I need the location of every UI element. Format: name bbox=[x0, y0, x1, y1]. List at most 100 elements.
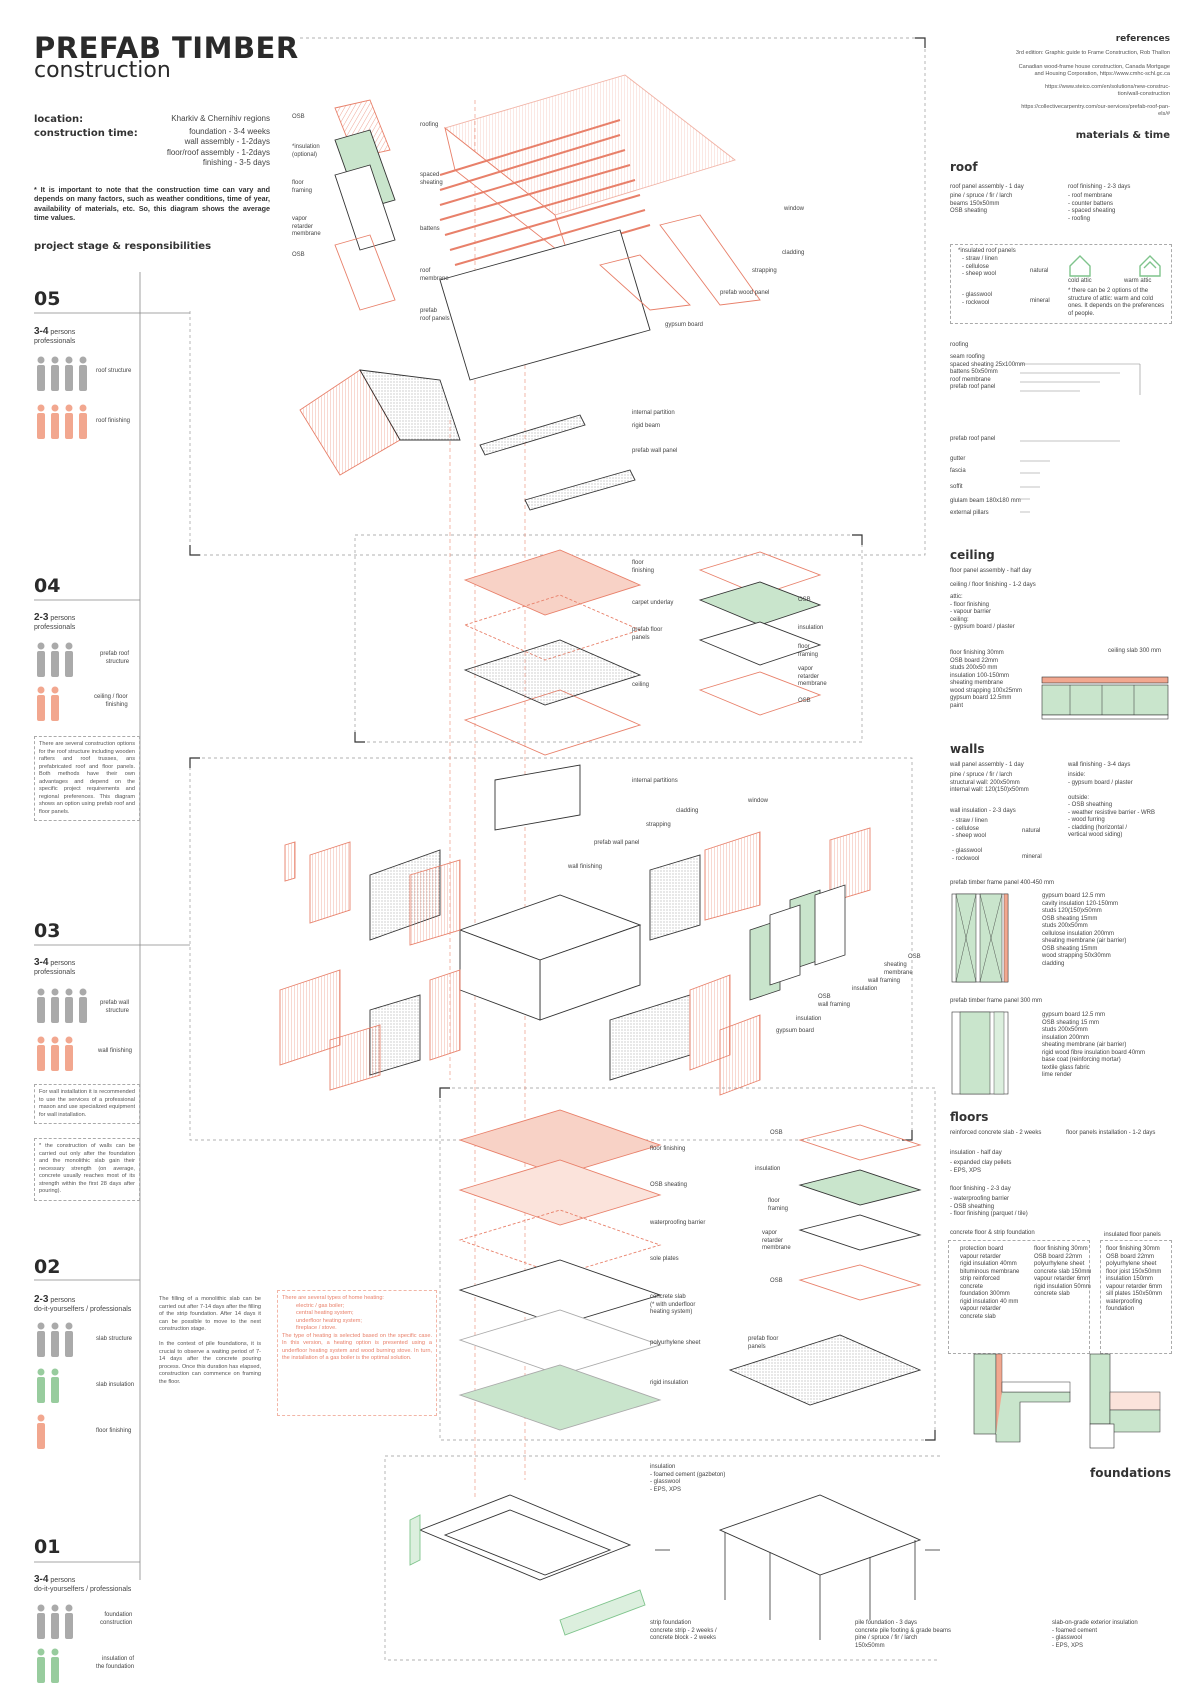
concrete-floor-box bbox=[948, 1240, 1090, 1354]
label-sole-plates: sole plates bbox=[650, 1256, 679, 1262]
label-osb: OSB bbox=[770, 1130, 783, 1136]
attic-icons bbox=[1069, 255, 1161, 277]
wall-install-note: For wall installation it is recommended … bbox=[34, 1084, 140, 1125]
ceiling-section-detail bbox=[1041, 676, 1169, 720]
label-insulation: *insulation (optional) bbox=[292, 144, 320, 158]
floors-heading: floors bbox=[950, 1110, 989, 1124]
walls-ins-mineral: - glasswool - rockwool bbox=[952, 848, 983, 862]
label-prefab-wall-panel: prefab wall panel bbox=[594, 840, 640, 846]
label-floor-framing: floor framing bbox=[768, 1198, 789, 1212]
stage-03-persons: 3-4 persons bbox=[34, 957, 76, 968]
label-prefab-floor-panels: prefab floor panels bbox=[632, 627, 663, 641]
mineral-label: mineral bbox=[1030, 298, 1050, 304]
label-spaced-sheating: spaced sheating bbox=[420, 172, 443, 186]
label-osb: OSB bbox=[292, 252, 305, 258]
label-roof-membrane: roof membrane bbox=[420, 268, 449, 282]
label-insulation: insulation bbox=[852, 986, 878, 992]
roof-assembly-text: pine / spruce / fir / larch beams 150x50… bbox=[950, 193, 1013, 214]
foundations-heading: foundations bbox=[1090, 1466, 1172, 1480]
insulated-panels-layers: floor finishing 30mm OSB board 22mm poly… bbox=[1106, 1246, 1163, 1312]
label-floor-framing: floor framing bbox=[798, 644, 819, 658]
label-rigid-beam: rigid beam bbox=[632, 423, 661, 429]
natural-label: natural bbox=[1030, 268, 1049, 274]
ceiling-t1: floor panel assembly - half day bbox=[950, 568, 1032, 574]
label-cladding: cladding bbox=[676, 808, 699, 814]
roof-finishing-text: - roof membrane - counter battens - spac… bbox=[1068, 193, 1116, 222]
stage-04-who: professionals bbox=[34, 624, 76, 631]
label-insulation: insulation bbox=[755, 1166, 781, 1172]
role-label: ceiling / floor finishing bbox=[94, 694, 128, 708]
label-waterproofing-barrier: waterproofing barrier bbox=[650, 1220, 706, 1226]
floors-c2-title: floor panels installation - 1-2 days bbox=[1066, 1130, 1156, 1136]
ceiling-t2: ceiling / floor finishing - 1-2 days bbox=[950, 582, 1036, 588]
people-orange-icon bbox=[34, 404, 94, 445]
label-strapping: strapping bbox=[752, 268, 777, 274]
label-carpet-underlay: carpet underlay bbox=[632, 600, 674, 606]
stage-number-01: 01 bbox=[34, 1536, 61, 1558]
construction-time-label: construction time: bbox=[34, 128, 138, 139]
walls-c2-title: wall finishing - 3-4 days bbox=[1068, 762, 1131, 768]
people-grey-icon bbox=[34, 642, 80, 683]
people-green-icon bbox=[34, 1648, 66, 1689]
label-polyurhylene-sheet: polyurhylene sheet bbox=[650, 1340, 701, 1346]
label-rigid-insulation: rigid insulation bbox=[650, 1380, 689, 1386]
label-osb: OSB bbox=[908, 954, 921, 960]
people-orange-icon bbox=[34, 1036, 80, 1077]
label-strapping: strapping bbox=[646, 822, 671, 828]
roof-lower-item: external pillars bbox=[950, 510, 989, 516]
mineral-label: mineral bbox=[1022, 854, 1042, 860]
stage-05-who: professionals bbox=[34, 338, 76, 345]
floors-c1-title: reinforced concrete slab - 2 weeks bbox=[950, 1130, 1042, 1136]
roof-detail-lines bbox=[1020, 363, 1141, 513]
people-grey-icon bbox=[34, 1322, 80, 1363]
label-gypsum-board: gypsum board bbox=[665, 322, 704, 328]
role-label: prefab wall structure bbox=[100, 1000, 130, 1014]
label-sheating-membrane: sheating membrane bbox=[884, 962, 913, 976]
label-osb: OSB bbox=[798, 698, 811, 704]
label-osb-wall-framing: OSB wall framing bbox=[818, 994, 851, 1008]
role-label: foundation construction bbox=[100, 1612, 133, 1626]
natural-label: natural bbox=[1022, 828, 1041, 834]
people-grey-icon bbox=[34, 1604, 80, 1645]
roofing-layers: seam roofing spaced sheating 25x100mm ba… bbox=[950, 354, 1026, 390]
stage-number-04: 04 bbox=[34, 575, 61, 597]
role-label: slab structure bbox=[96, 1336, 133, 1342]
role-label: slab insulation bbox=[96, 1382, 135, 1388]
roof-lower-item: gutter bbox=[950, 456, 966, 462]
label-window: window bbox=[748, 798, 769, 804]
roof-heading: roof bbox=[950, 160, 978, 174]
label-prefab-roof-panels: prefab roof panels bbox=[420, 308, 450, 322]
role-label: floor finishing bbox=[96, 1428, 132, 1434]
concrete-floor-title: concrete floor & strip foundation bbox=[950, 1230, 1035, 1236]
construction-times: foundation - 3-4 weeks wall assembly - 1… bbox=[166, 127, 270, 168]
walls-c2: inside: - gypsum board / plaster outside… bbox=[1068, 772, 1156, 838]
panel-300-title: prefab timber frame panel 300 mm bbox=[950, 998, 1043, 1004]
stage-02-who: do-it-yourselfers / professionals bbox=[34, 1306, 132, 1313]
label-concrete-slab: concrete slab (* with underfloor heating… bbox=[650, 1294, 696, 1315]
insulated-panels-box bbox=[1100, 1240, 1172, 1354]
title-line1: PREFAB TIMBER bbox=[34, 31, 299, 65]
people-green-icon bbox=[34, 1368, 66, 1409]
label-floor-finishing: floor finishing bbox=[632, 560, 655, 574]
label-prefab-wood-panel: prefab wood panel bbox=[720, 290, 770, 296]
roof-finishing-title: roof finishing - 2-3 days bbox=[1068, 184, 1131, 190]
wall-panel-300-detail bbox=[951, 1011, 1009, 1095]
strip-foundation-text: strip foundation concrete strip - 2 week… bbox=[650, 1620, 717, 1641]
roof-lower-item: glulam beam 180x180 mm bbox=[950, 498, 1021, 504]
label-osb: OSB bbox=[292, 114, 305, 120]
label-roofing: roofing bbox=[420, 122, 439, 128]
stage-02-persons: 2-3 persons bbox=[34, 1294, 76, 1305]
label-floor-framing: floor framing bbox=[292, 180, 313, 194]
roof-lower-item: soffit bbox=[950, 484, 963, 490]
reference-item: 3rd edition: Graphic guide to Frame Cons… bbox=[1015, 50, 1170, 56]
roofing-title: roofing bbox=[950, 342, 969, 348]
label-prefab-floor-panels: prefab floor panels bbox=[748, 1336, 779, 1350]
label-vapor-retarder: vapor retarder membrane bbox=[292, 216, 321, 237]
location-label: location: bbox=[34, 114, 84, 125]
walls-c1: pine / spruce / fir / larch structural w… bbox=[950, 772, 1029, 793]
reference-item: Canadian wood-frame house construction, … bbox=[1018, 64, 1170, 78]
stage-heading: project stage & responsibilities bbox=[34, 241, 212, 252]
role-label: wall finishing bbox=[98, 1048, 133, 1054]
ins-roof-mineral: - glasswool - rockwool bbox=[962, 292, 993, 306]
floors-fin-title: floor finishing - 2-3 day bbox=[950, 1186, 1011, 1192]
